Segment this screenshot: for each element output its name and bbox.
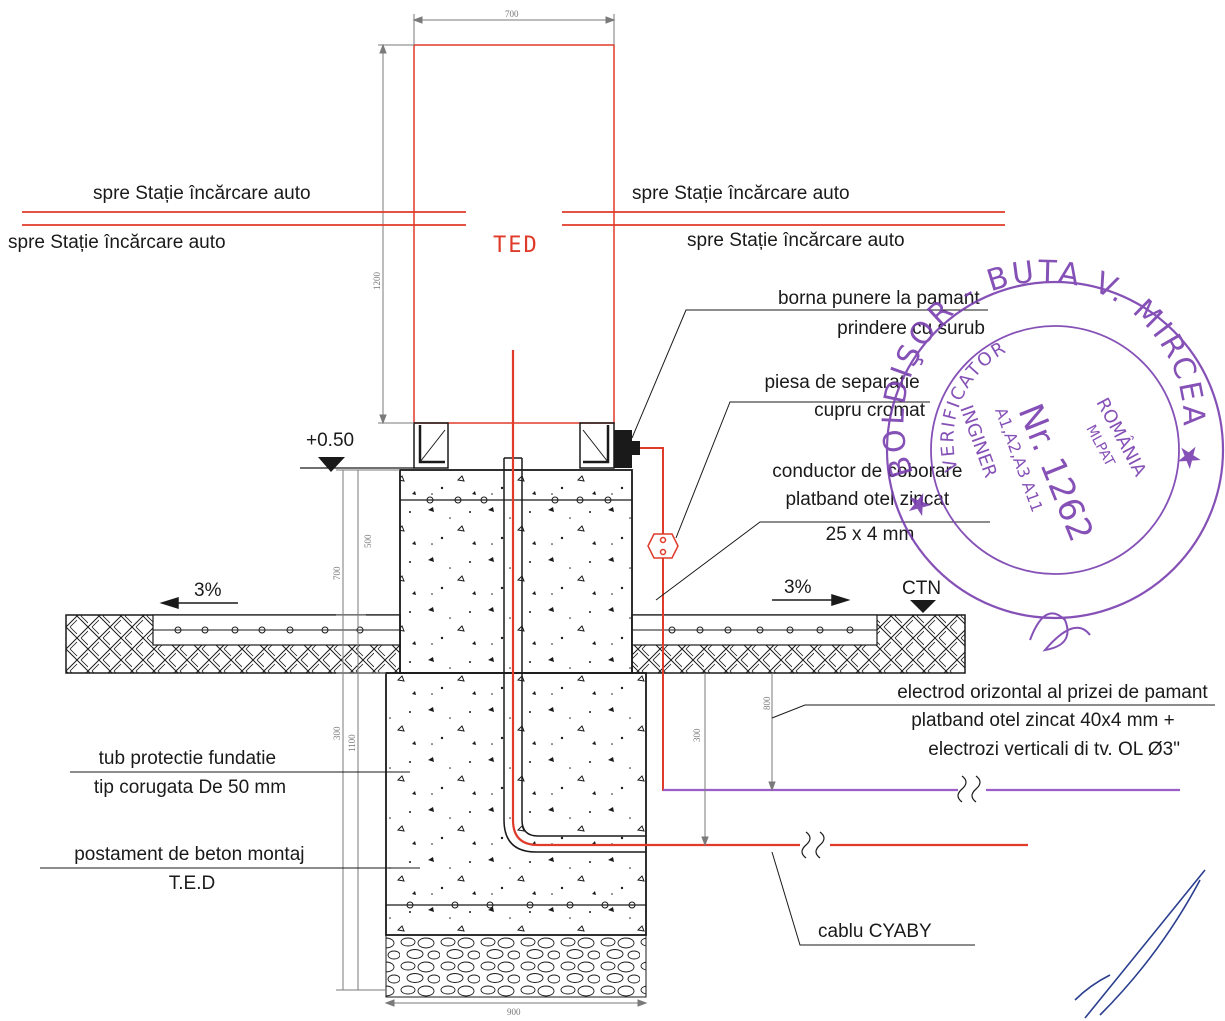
route-label-bottom-left: spre Stație încărcare auto [8, 232, 226, 253]
ground-layer-right [631, 614, 966, 674]
ctn-marker-icon [910, 600, 936, 613]
dim-lower-block-text: 300 [332, 726, 342, 740]
cabinet-frame [413, 422, 615, 469]
cyaby-cable [511, 350, 1028, 847]
separation-piece [647, 533, 679, 559]
dim-height-ted-text: 1200 [372, 272, 382, 291]
ctn-label: CTN [902, 578, 941, 599]
ground-rebar [174, 626, 854, 634]
dimension-height-ted [378, 43, 414, 425]
callout-cable: cablu CYABY [818, 921, 932, 942]
callout-concrete-base: postament de beton montaj T.E.D [74, 844, 310, 894]
dimension-chain-left [336, 469, 400, 991]
callout-down-conductor: conductor de coborare platband otel zinc… [772, 461, 967, 545]
foundation-rebar [406, 496, 636, 909]
route-label-bottom-right: spre Stație încărcare auto [687, 230, 905, 251]
dimension-width-top [412, 14, 616, 45]
electrode-break-symbol [957, 775, 981, 803]
concrete-foundation [385, 469, 647, 936]
dim-right-a-text: 800 [762, 696, 772, 710]
route-label-top-right: spre Stație încărcare auto [632, 183, 850, 204]
slope-arrow-left-icon [159, 596, 238, 610]
route-label-top-left: spre Stație încărcare auto [93, 183, 311, 204]
level-marker-icon [318, 457, 345, 472]
signature [1074, 869, 1206, 1019]
dim-upper-block-text: 700 [332, 566, 342, 580]
cable-break-symbol [801, 831, 825, 859]
slope-left-label: 3% [194, 580, 222, 601]
slope-right-label: 3% [784, 577, 812, 598]
callout-leaders [40, 309, 1215, 946]
dim-width-bottom-text: 900 [507, 1007, 521, 1017]
route-cables [22, 211, 1005, 226]
callout-separation-piece: piesa de separatie cupru cromat [764, 372, 925, 421]
callout-horizontal-electrode: electrod orizontal al prizei de pamant p… [897, 682, 1213, 760]
dim-right-b-text: 300 [692, 728, 702, 742]
dimension-width-bottom [384, 999, 648, 1007]
dim-width-top-text: 700 [505, 9, 519, 19]
ted-label: TED [493, 233, 539, 258]
grounding-terminal [614, 430, 640, 468]
dim-plinth-text: 500 [363, 534, 373, 548]
gravel-bed [385, 934, 647, 998]
elevation-label: +0.50 [306, 430, 354, 451]
callout-grounding-terminal: borna punere la pamant prindere cu surub [778, 288, 985, 339]
dimension-chain-right [701, 673, 776, 847]
dim-total-depth-text: 1100 [347, 734, 357, 752]
slope-arrow-right-icon [772, 593, 851, 607]
ground-layer-left [65, 614, 401, 674]
callout-protection-tube: tub protectie fundatie tip corugata De 5… [94, 748, 286, 798]
